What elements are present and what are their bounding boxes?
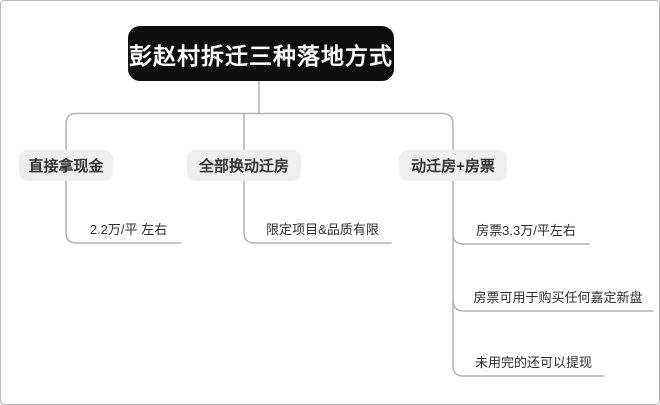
branch-topic-housing-plus-ticket[interactable]: 动迁房+房票 xyxy=(399,150,507,181)
branch-topic-cash[interactable]: 直接拿现金 xyxy=(19,150,113,181)
child-topic-ticket-cashout[interactable]: 未用完的还可以提现 xyxy=(474,355,592,370)
child-topic-ticket-price[interactable]: 房票3.3万/平左右 xyxy=(476,223,576,238)
child-topic-ticket-usage[interactable]: 房票可用于购买任何嘉定新盘 xyxy=(473,290,643,305)
branch-topic-resettlement-housing[interactable]: 全部换动迁房 xyxy=(187,150,301,181)
child-topic-cash-price[interactable]: 2.2万/平 左右 xyxy=(89,222,168,237)
root-topic[interactable]: 彭赵村拆迁三种落地方式 xyxy=(128,26,394,81)
connector-rail xyxy=(65,112,454,151)
child-topic-limited-quality[interactable]: 限定项目&品质有限 xyxy=(266,222,379,237)
